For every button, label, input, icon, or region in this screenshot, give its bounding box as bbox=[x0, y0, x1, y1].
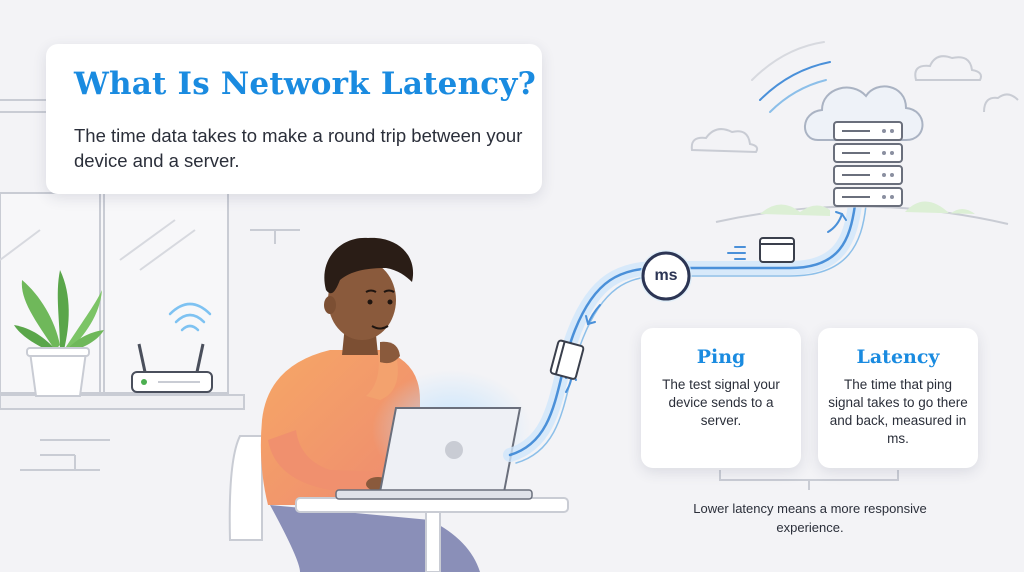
desk bbox=[295, 497, 569, 572]
title-card: What Is Network Latency? The time data t… bbox=[46, 44, 542, 194]
signal-arcs bbox=[751, 41, 831, 113]
laptop-icon bbox=[335, 370, 533, 500]
latency-term: Latency bbox=[856, 346, 940, 368]
latency-card: Latency The time that ping signal takes … bbox=[818, 328, 978, 468]
ms-badge-label: ms bbox=[654, 267, 678, 284]
page-title: What Is Network Latency? bbox=[74, 66, 536, 102]
network-path bbox=[503, 198, 867, 464]
bracket bbox=[719, 470, 899, 490]
sky-clouds bbox=[690, 55, 1019, 154]
plant-icon bbox=[14, 270, 104, 397]
data-packet-icon bbox=[549, 237, 795, 380]
ping-card: Ping The test signal your device sends t… bbox=[641, 328, 801, 468]
latency-description: The time that ping signal takes to go th… bbox=[828, 377, 968, 446]
brick-wall-lines bbox=[20, 439, 110, 471]
window bbox=[0, 99, 300, 410]
ping-term: Ping bbox=[696, 346, 746, 368]
ping-description: The test signal your device sends to a s… bbox=[662, 377, 780, 428]
subtitle: The time data takes to make a round trip… bbox=[74, 125, 523, 171]
ms-badge bbox=[640, 250, 692, 302]
server-icon bbox=[833, 121, 903, 207]
router-icon bbox=[131, 343, 213, 393]
wifi-signal-icon bbox=[168, 302, 212, 332]
footnote: Lower latency means a more responsive ex… bbox=[693, 501, 927, 535]
chair bbox=[228, 435, 263, 541]
